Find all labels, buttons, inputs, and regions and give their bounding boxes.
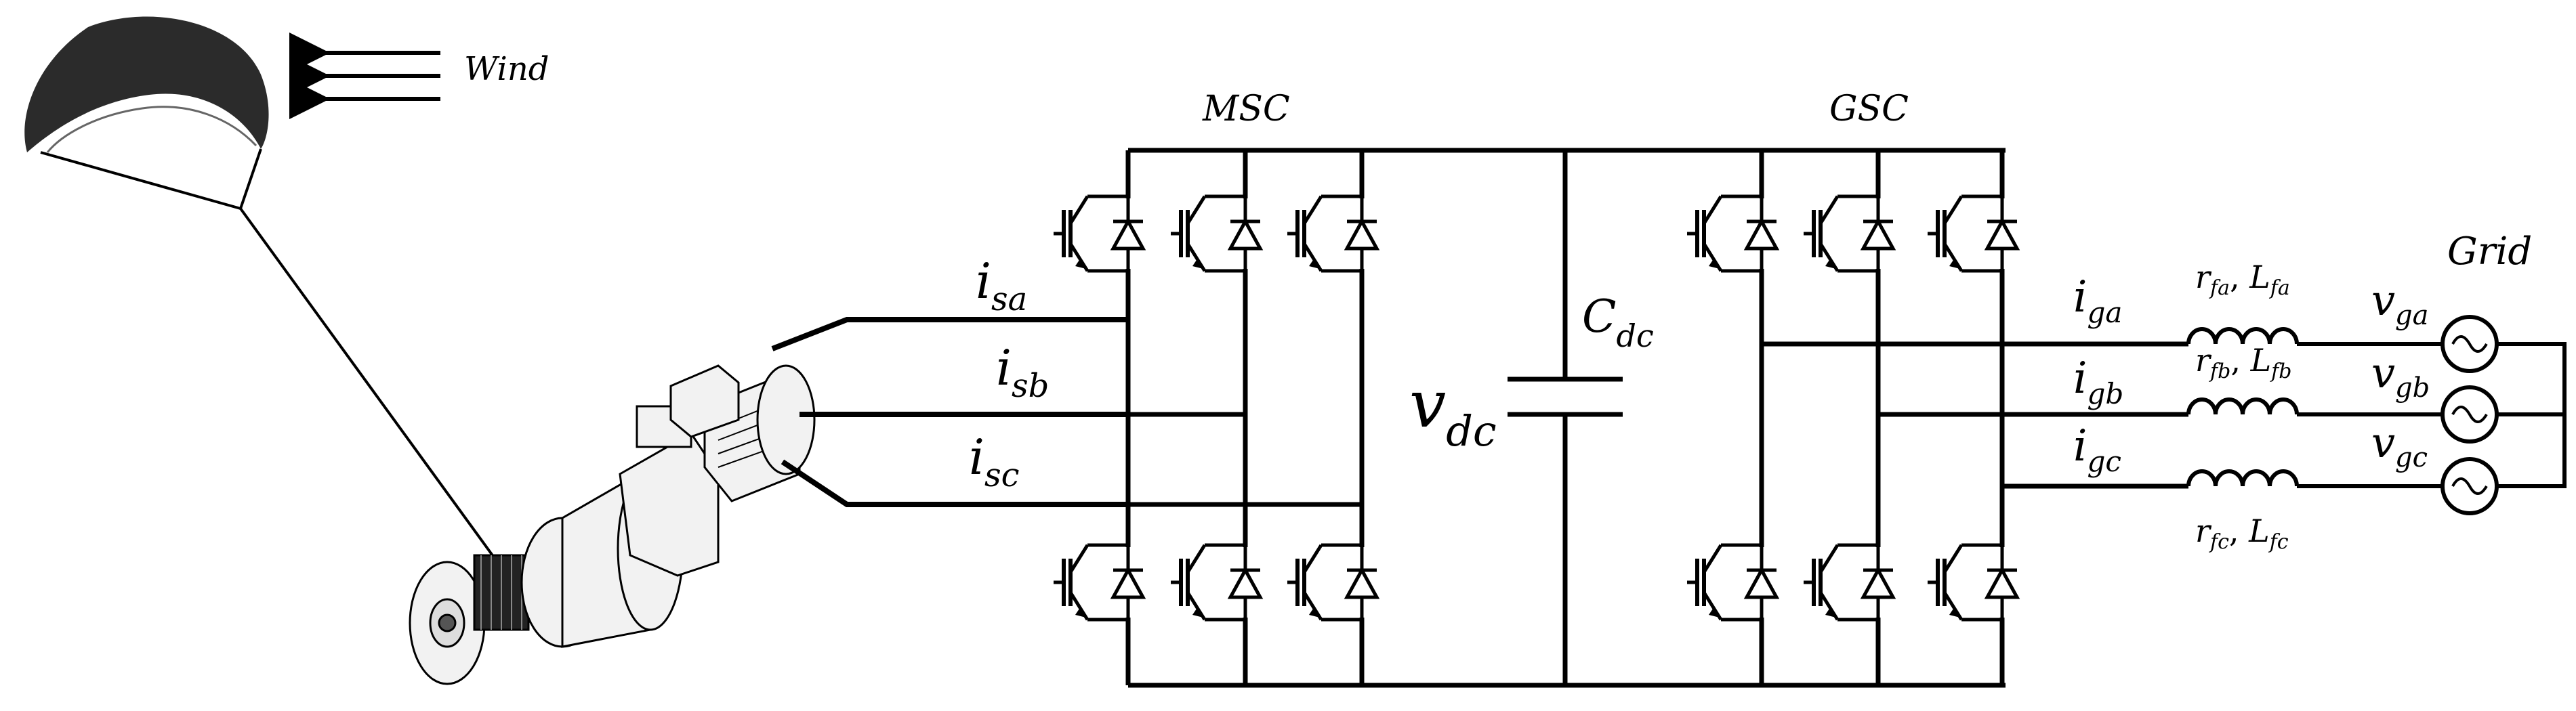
- grid-neutral: [2497, 342, 2567, 488]
- generator-cables: [771, 317, 1128, 507]
- stator-current-a: isa: [976, 253, 1027, 318]
- msc-label: MSC: [1202, 89, 1290, 129]
- stator-current-c: isc: [969, 429, 1020, 494]
- msc-leg-a-upper-igbt-icon: [1050, 194, 1152, 273]
- grid-current-c: igc: [2073, 421, 2121, 478]
- stator-current-b: isb: [996, 339, 1049, 405]
- grid-current-a: iga: [2073, 272, 2122, 329]
- igbt-switches: [1050, 194, 2026, 622]
- grid-label: Grid: [2447, 230, 2532, 274]
- msc-leg-c-upper-igbt-icon: [1284, 194, 1386, 273]
- winch-drum-gearbox-generator: [409, 364, 816, 685]
- gsc-leg-c-upper-igbt-icon: [1924, 194, 2026, 273]
- gsc-label: GSC: [1829, 89, 1909, 129]
- kite: [24, 16, 269, 210]
- wind-arrows-icon: [289, 33, 440, 119]
- grid-current-b: igb: [2073, 353, 2123, 410]
- tether-line: [239, 207, 506, 574]
- grid-voltage-b: vgb: [2371, 348, 2430, 404]
- msc-leg-b-upper-igbt-icon: [1167, 194, 1269, 273]
- msc-leg-c-lower-igbt-icon: [1284, 543, 1386, 622]
- wind-label: Wind: [464, 50, 549, 88]
- gsc-leg-b-upper-igbt-icon: [1800, 194, 1902, 273]
- gsc-leg-a-lower-igbt-icon: [1684, 543, 1785, 622]
- gsc-leg-b-lower-igbt-icon: [1800, 543, 1902, 622]
- gsc-leg-c-lower-igbt-icon: [1924, 543, 2026, 622]
- grid-voltage-a: vga: [2371, 276, 2428, 331]
- grid-voltage-c: vgc: [2371, 418, 2428, 473]
- filter-label-a: rfa, Lfa: [2195, 259, 2290, 300]
- gsc-leg-a-upper-igbt-icon: [1684, 194, 1785, 273]
- grid-filter-inductors: [2186, 327, 2443, 488]
- filter-label-b: rfb, Lfb: [2195, 342, 2291, 383]
- msc-leg-b-lower-igbt-icon: [1167, 543, 1269, 622]
- dc-link-capacitor: [1508, 150, 1623, 685]
- dc-voltage-label: vdc: [1409, 366, 1497, 456]
- grid-voltage-sources: [2440, 315, 2499, 515]
- msc-leg-a-lower-igbt-icon: [1050, 543, 1152, 622]
- capacitor-label: Cdc: [1582, 290, 1654, 354]
- filter-label-c: rfc, Lfc: [2195, 513, 2289, 554]
